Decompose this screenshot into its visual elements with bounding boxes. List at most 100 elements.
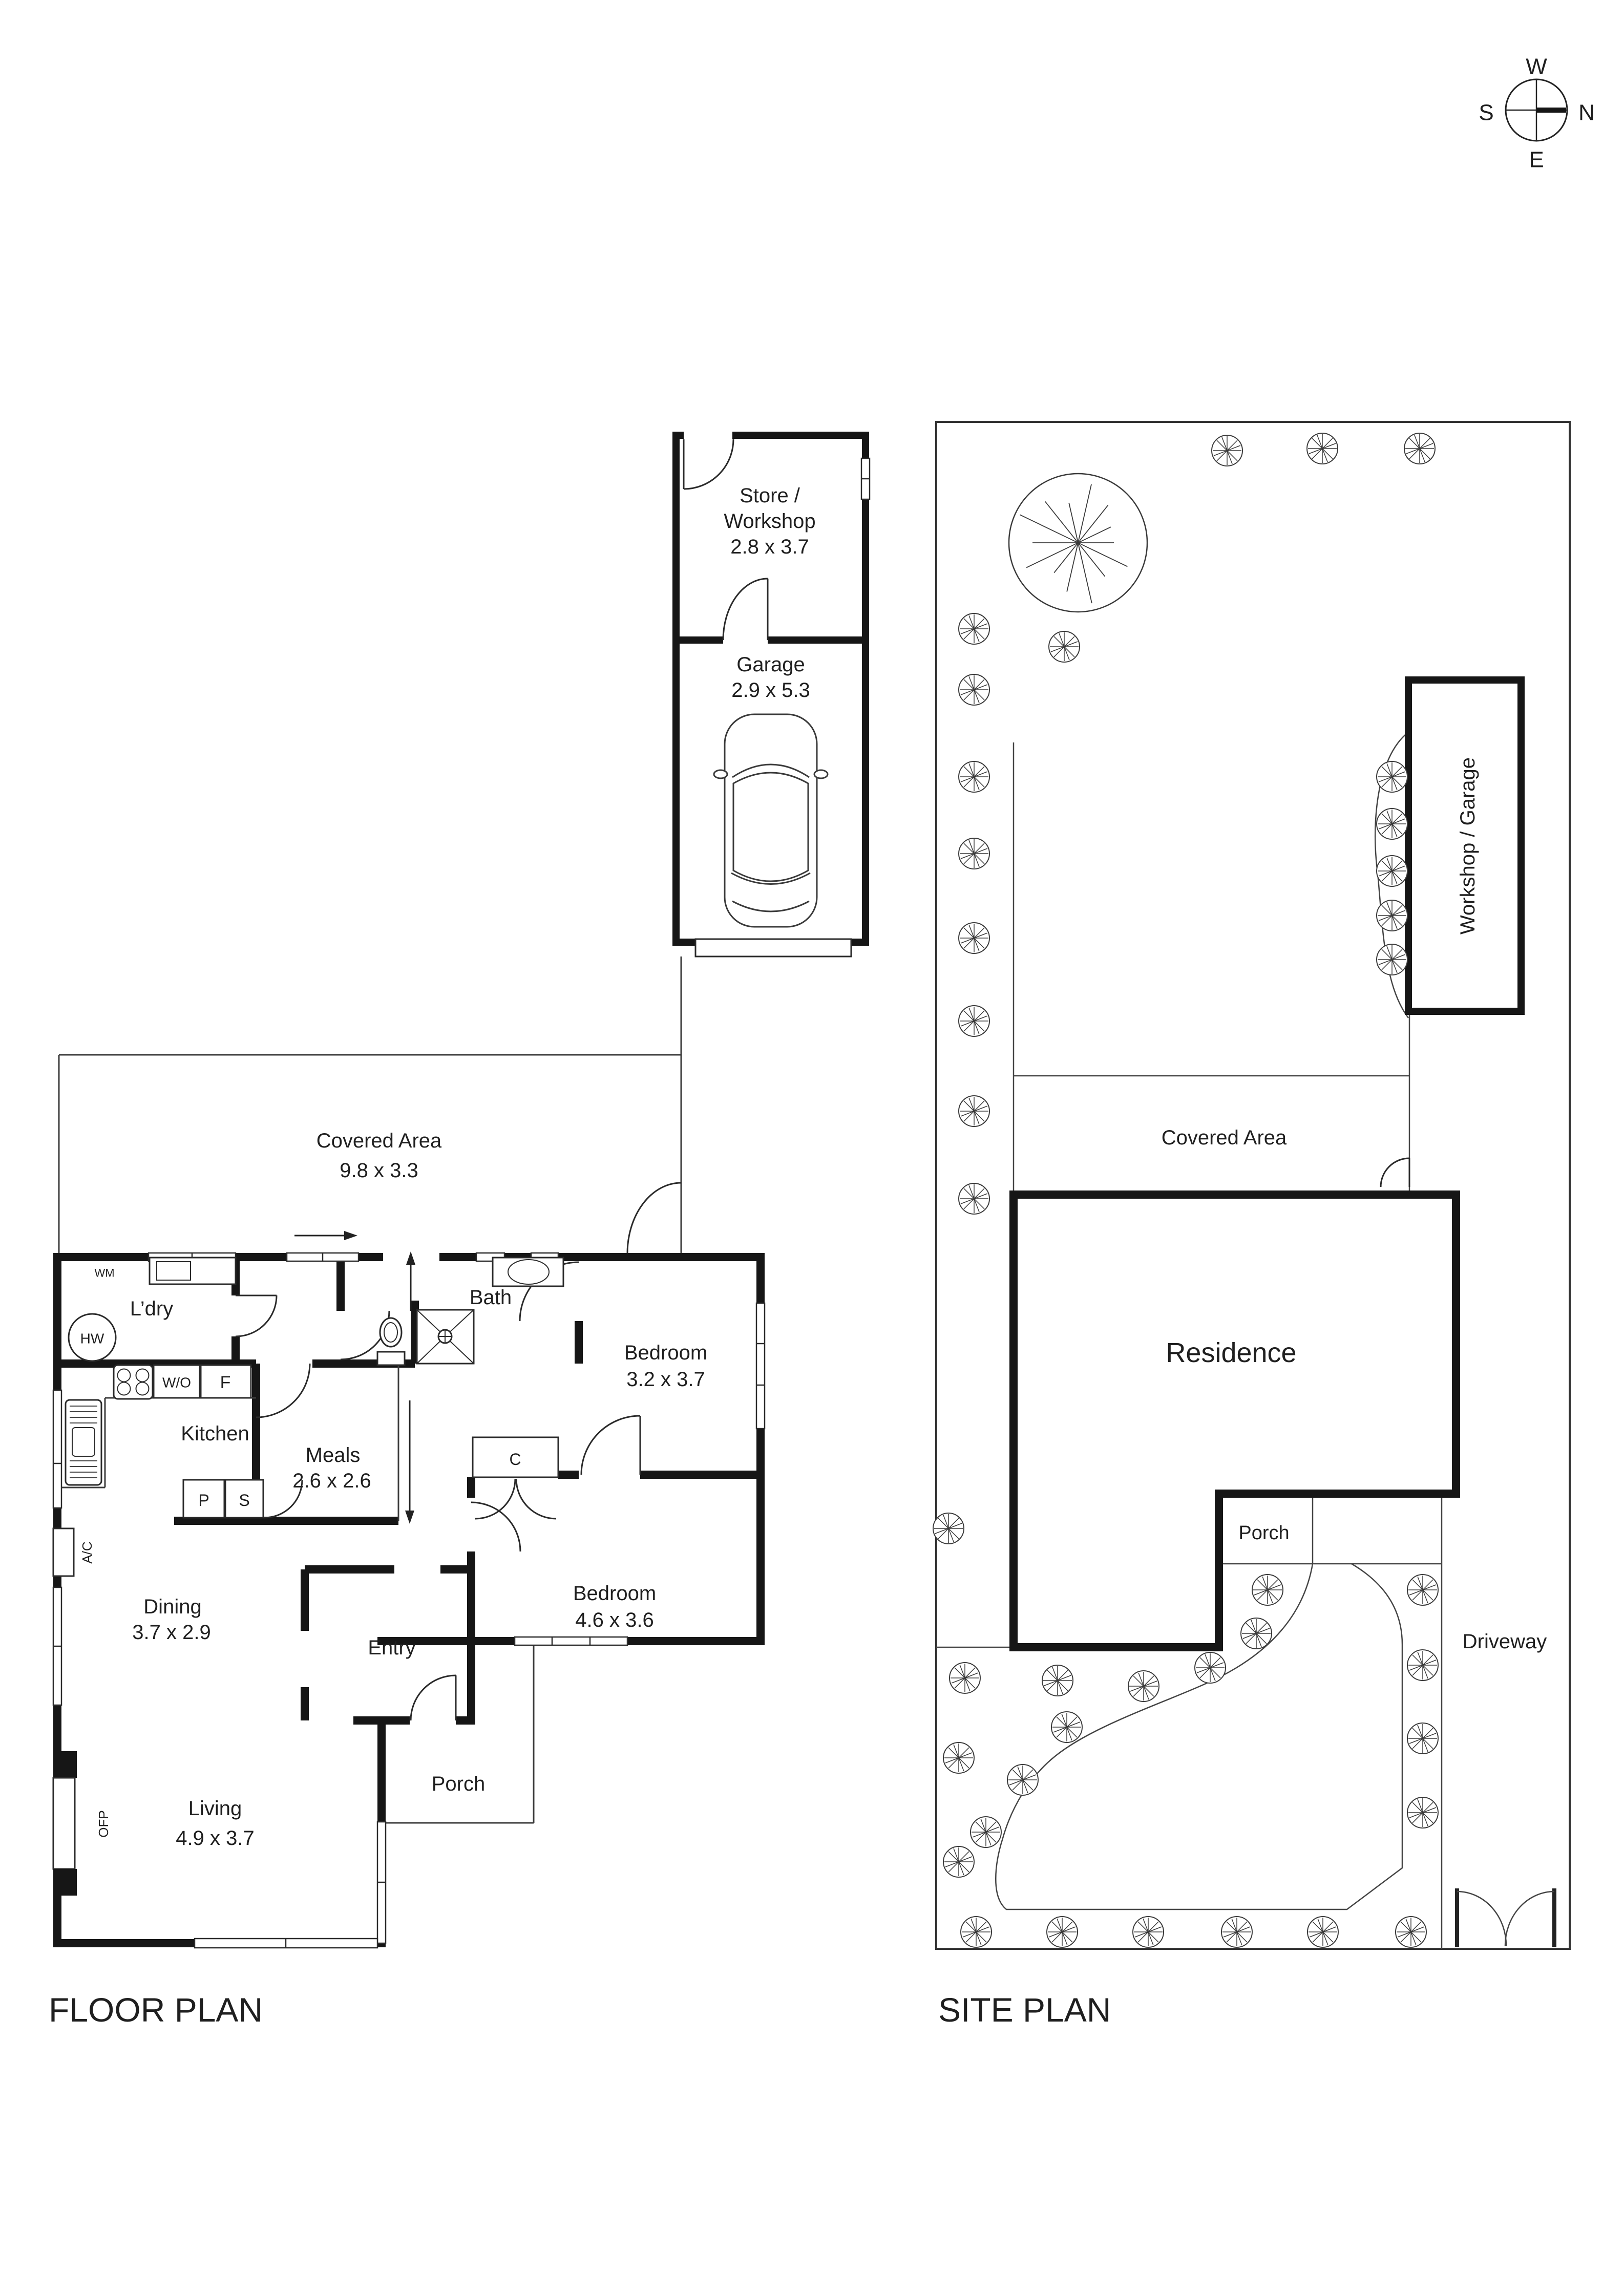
shrub-icon <box>958 1183 990 1215</box>
pantry-cupboard <box>182 1479 225 1519</box>
shrub-icon <box>970 1816 1002 1848</box>
shrub-icon <box>1376 855 1408 887</box>
label-garage-dims: 2.9 x 5.3 <box>731 679 810 701</box>
hall-porch-lines <box>57 1364 535 1824</box>
shrub-icon <box>1404 433 1436 464</box>
shrub-icon <box>960 1916 992 1948</box>
site-workshop-garage <box>1405 676 1525 1015</box>
shrub-icon <box>1240 1618 1272 1649</box>
floor-plan-title: FLOOR PLAN <box>49 1991 263 2029</box>
site-plan-title: SITE PLAN <box>938 1991 1111 2029</box>
open-fireplace <box>52 1751 77 1896</box>
bath-vanity <box>492 1257 564 1287</box>
shrub-icon <box>1407 1574 1439 1606</box>
toilet <box>376 1317 406 1366</box>
hot-water-unit <box>68 1313 117 1362</box>
shrub-icon <box>1046 1916 1078 1948</box>
kitchen-sink <box>65 1399 102 1486</box>
shrub-icon <box>1007 1764 1039 1796</box>
shrub-icon <box>1376 900 1408 931</box>
label-hot-water: HW <box>80 1331 104 1347</box>
compass-west: W <box>1526 54 1547 79</box>
site-residence <box>1009 1190 1460 1651</box>
house-inner-walls <box>53 1253 765 1720</box>
site-label-residence: Residence <box>1166 1337 1296 1368</box>
car-icon <box>713 713 829 928</box>
site-label-porch: Porch <box>1238 1522 1289 1544</box>
tree-branch <box>1066 542 1079 592</box>
floor-plan: Covered Area 9.8 x 3.3 Store / Workshop … <box>49 432 871 2029</box>
label-covered-area: Covered Area <box>317 1130 442 1152</box>
fixtures <box>52 1257 564 1896</box>
garage-door <box>694 938 852 958</box>
label-covered-area-dims: 9.8 x 3.3 <box>340 1159 418 1182</box>
shrub-icon <box>958 1005 990 1037</box>
tree-branch <box>1045 501 1079 543</box>
air-conditioner <box>52 1527 75 1577</box>
tree-branch <box>1078 526 1111 543</box>
tree-branch <box>1078 484 1092 543</box>
tree-branch <box>1053 542 1079 573</box>
shrub-icon <box>1376 944 1408 975</box>
shrub-icon <box>958 674 990 706</box>
shrub-icon <box>958 1095 990 1127</box>
label-washing-machine: WM <box>94 1267 114 1280</box>
tree-branch <box>1078 504 1109 543</box>
label-cupboard: C <box>509 1450 521 1469</box>
shrub-icon <box>943 1742 975 1774</box>
driveway-gate <box>1455 1888 1556 1947</box>
site-garden-lines <box>936 732 1443 1949</box>
lawn-edge-path <box>995 1563 1403 1910</box>
fridge <box>200 1364 252 1399</box>
wall-oven <box>153 1364 201 1399</box>
label-entry: Entry <box>368 1636 415 1659</box>
shrub-icon <box>1042 1665 1073 1696</box>
label-garage: Garage <box>736 653 805 676</box>
shrub-icon <box>1048 631 1080 663</box>
shrub-icon <box>1407 1797 1439 1829</box>
label-store-1: Store / <box>740 484 800 507</box>
label-wall-oven: W/O <box>162 1375 191 1391</box>
site-label-covered: Covered Area <box>1162 1126 1287 1149</box>
label-fridge: F <box>220 1373 231 1392</box>
label-meals-dims: 2.6 x 2.6 <box>292 1470 371 1492</box>
store-garage-door-arc <box>722 578 769 641</box>
shrub-icon <box>958 838 990 869</box>
tree-branch <box>1026 542 1079 568</box>
shrub-icon <box>1407 1723 1439 1754</box>
store-door-arc <box>683 439 734 490</box>
label-bedroom1: Bedroom <box>624 1342 707 1364</box>
shrub-icon <box>958 761 990 793</box>
floorplan-covered-area <box>58 956 682 1254</box>
shrub-icon <box>1128 1670 1159 1702</box>
site-label-workshop: Workshop / Garage <box>1457 757 1479 934</box>
label-dining-dims: 3.7 x 2.9 <box>132 1621 210 1644</box>
shrub-icon <box>1221 1916 1253 1948</box>
shower <box>416 1309 475 1365</box>
label-pantry: P <box>198 1491 209 1510</box>
label-ofp: OFP <box>96 1810 111 1837</box>
shrub-icon <box>1211 435 1243 466</box>
site-covered-door-arc <box>1380 1157 1410 1187</box>
label-dining: Dining <box>143 1596 201 1618</box>
label-living: Living <box>188 1797 242 1820</box>
label-living-dims: 4.9 x 3.7 <box>176 1827 254 1849</box>
label-bath: Bath <box>470 1286 512 1309</box>
shrub-icon <box>1395 1916 1427 1948</box>
covered-area-gate-arc <box>626 1182 682 1254</box>
shrub-icon <box>1376 761 1408 793</box>
shrub-icon <box>1194 1652 1226 1684</box>
compass-south: S <box>1479 100 1493 125</box>
site-label-driveway: Driveway <box>1463 1630 1547 1653</box>
compass-east: E <box>1529 147 1544 173</box>
tree-branch <box>1078 542 1092 604</box>
label-store-2: Workshop <box>724 510 815 533</box>
shrub-icon <box>949 1662 981 1694</box>
shrub-icon <box>943 1846 975 1878</box>
store-cupboard <box>224 1479 264 1519</box>
tree-branch <box>1078 542 1106 577</box>
compass-north: N <box>1578 100 1595 125</box>
label-bedroom1-dims: 3.2 x 3.7 <box>626 1368 705 1391</box>
label-meals: Meals <box>306 1444 361 1466</box>
